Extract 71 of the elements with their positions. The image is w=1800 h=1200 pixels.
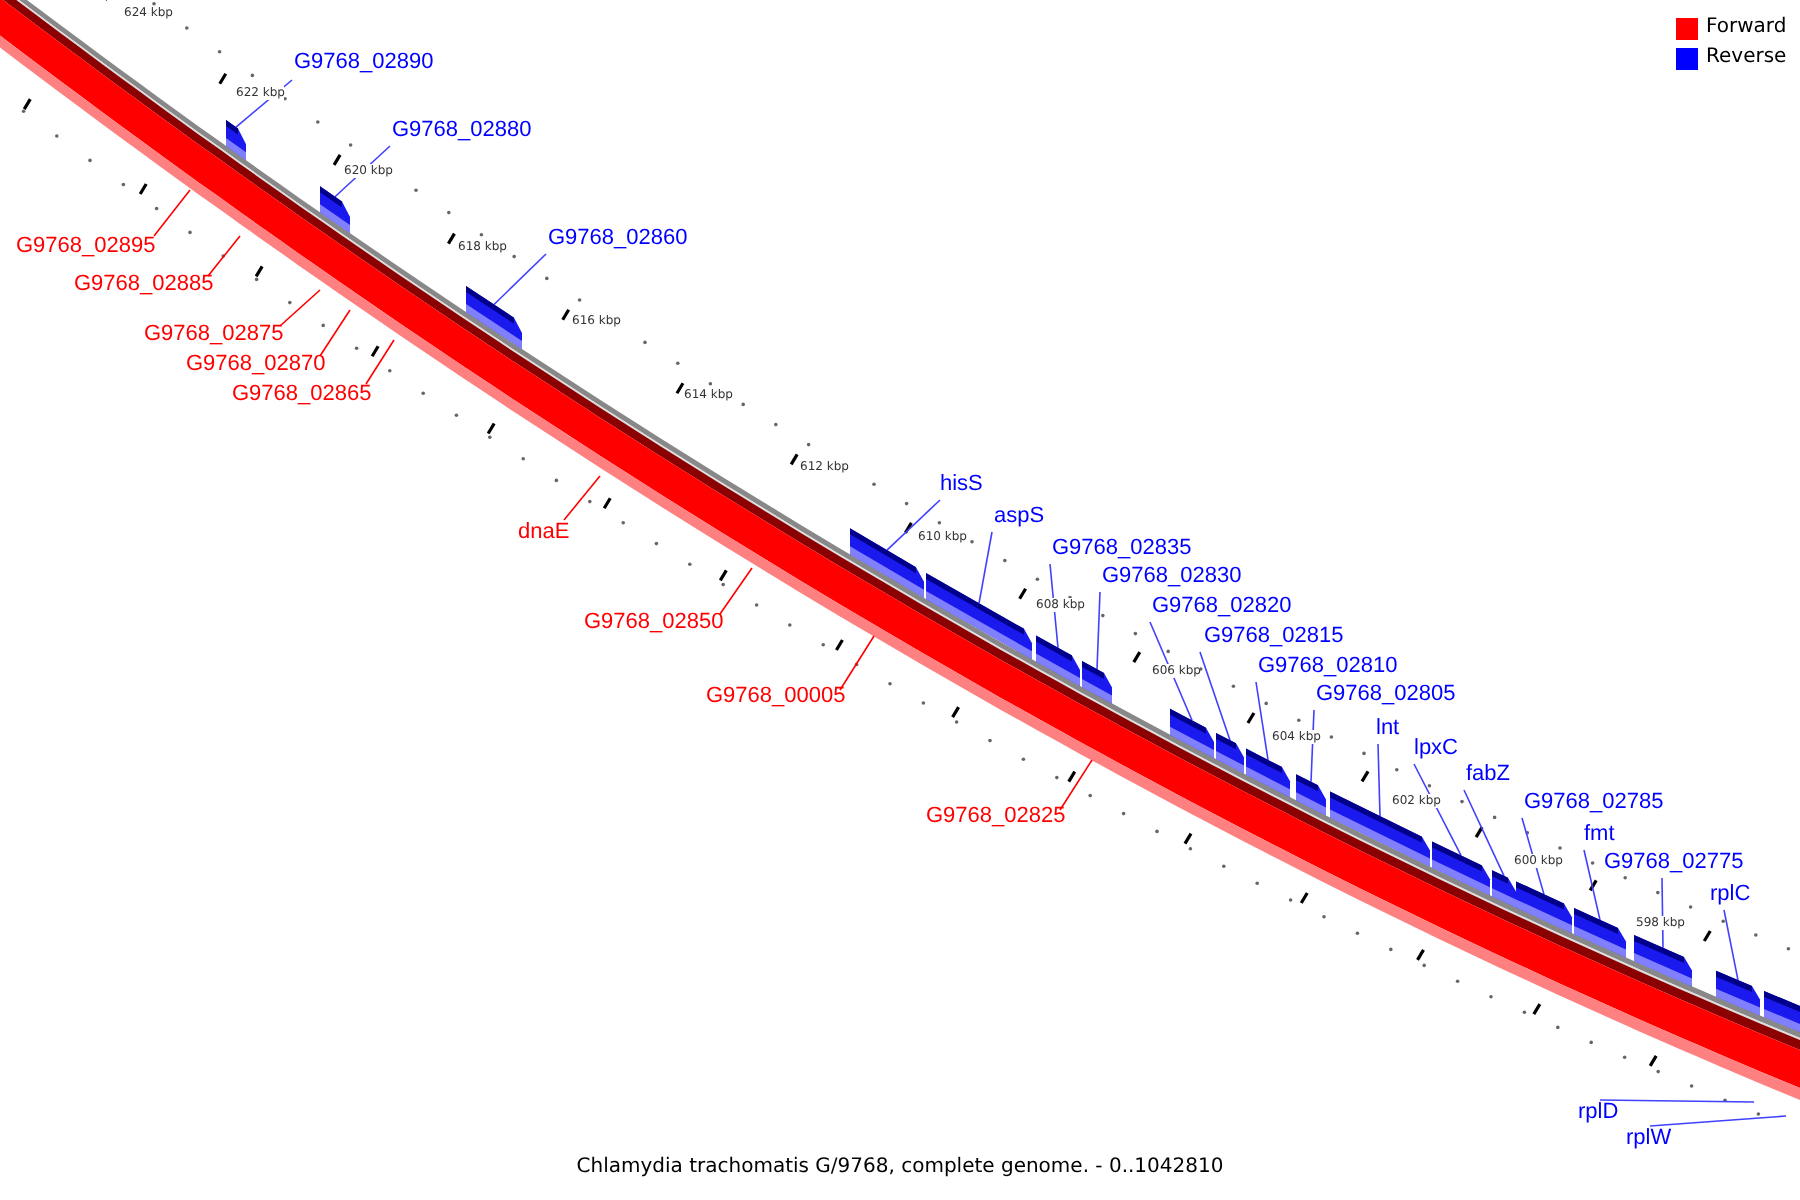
gene-label: rplD bbox=[1578, 1100, 1619, 1124]
leader-line bbox=[1199, 651, 1231, 742]
gene-block bbox=[1634, 935, 1692, 987]
gene-label: G9768_02825 bbox=[926, 804, 1066, 828]
leader-line bbox=[153, 189, 191, 237]
gene-block bbox=[1246, 748, 1290, 798]
leader-line bbox=[319, 309, 351, 357]
gene-label: lpxC bbox=[1414, 736, 1459, 760]
caption: Chlamydia trachomatis G/9768, complete genome. - 0..1042810 bbox=[576, 1156, 1224, 1178]
gene-label: fabZ bbox=[1466, 762, 1511, 786]
leader-line bbox=[978, 531, 993, 605]
leader-line bbox=[1049, 563, 1059, 649]
gene-label: G9768_02835 bbox=[1052, 536, 1192, 560]
leader-line bbox=[365, 339, 395, 385]
gene-block bbox=[1574, 908, 1626, 958]
gene-label: G9768_02870 bbox=[186, 352, 326, 376]
gene-label: G9768_02865 bbox=[232, 382, 372, 406]
leader-line bbox=[563, 475, 601, 521]
gene-label: aspS bbox=[994, 504, 1045, 528]
leader-line bbox=[1377, 743, 1381, 818]
leader-line bbox=[1463, 789, 1505, 877]
leader-line bbox=[1255, 681, 1269, 761]
gene-label: G9768_02875 bbox=[144, 322, 284, 346]
gene-block bbox=[466, 285, 522, 350]
gene-label: G9768_02775 bbox=[1604, 850, 1744, 874]
leader-line bbox=[207, 235, 241, 277]
legend-label: Forward bbox=[1706, 16, 1787, 40]
leader-line bbox=[719, 567, 753, 615]
gene-label: G9768_02785 bbox=[1524, 790, 1664, 814]
gene-label: G9768_02830 bbox=[1102, 564, 1242, 588]
leader-line bbox=[886, 499, 941, 551]
gene-label: rplC bbox=[1710, 882, 1751, 906]
gene-block bbox=[1432, 841, 1490, 896]
gene-label: G9768_02885 bbox=[74, 272, 214, 296]
leader-line bbox=[1723, 909, 1739, 981]
leader-line bbox=[1149, 621, 1193, 722]
gene-block bbox=[1082, 661, 1112, 704]
gene-block bbox=[1036, 635, 1080, 686]
gene-label: dnaE bbox=[518, 520, 570, 544]
gene-label: G9768_02820 bbox=[1152, 594, 1292, 618]
gene-block bbox=[926, 572, 1032, 660]
gene-block bbox=[1296, 774, 1326, 816]
gene-label: G9768_02805 bbox=[1316, 682, 1456, 706]
gene-label: G9768_02850 bbox=[584, 610, 724, 634]
gene-label: lnt bbox=[1376, 716, 1400, 740]
leader-line bbox=[1059, 759, 1093, 811]
gene-block bbox=[226, 120, 246, 161]
leader-line bbox=[493, 253, 547, 306]
leader-line bbox=[279, 289, 321, 327]
gene-label: G9768_02810 bbox=[1258, 654, 1398, 678]
gene-label: rplW bbox=[1626, 1126, 1672, 1150]
leader-line bbox=[1583, 849, 1601, 921]
gene-label: G9768_02860 bbox=[548, 226, 688, 250]
gene-label: G9768_00005 bbox=[706, 684, 846, 708]
gene-block bbox=[1170, 708, 1214, 758]
gene-block bbox=[1216, 732, 1244, 774]
gene-label: G9768_02815 bbox=[1204, 624, 1344, 648]
gene-label: fmt bbox=[1584, 822, 1615, 846]
gene-block bbox=[1716, 970, 1760, 1016]
gene-label: hisS bbox=[940, 472, 983, 496]
leader-line bbox=[1096, 591, 1101, 671]
gene-block bbox=[1492, 870, 1516, 908]
gene-block bbox=[320, 186, 350, 234]
gene-label: G9768_02895 bbox=[16, 234, 156, 258]
legend-label: Reverse bbox=[1706, 46, 1787, 70]
leader-line bbox=[1599, 1099, 1755, 1103]
gene-label: G9768_02880 bbox=[392, 118, 532, 142]
leader-line bbox=[839, 635, 875, 691]
leader-line bbox=[1649, 1115, 1787, 1127]
gene-block bbox=[1764, 991, 1800, 1037]
gene-label: G9768_02890 bbox=[294, 50, 434, 74]
